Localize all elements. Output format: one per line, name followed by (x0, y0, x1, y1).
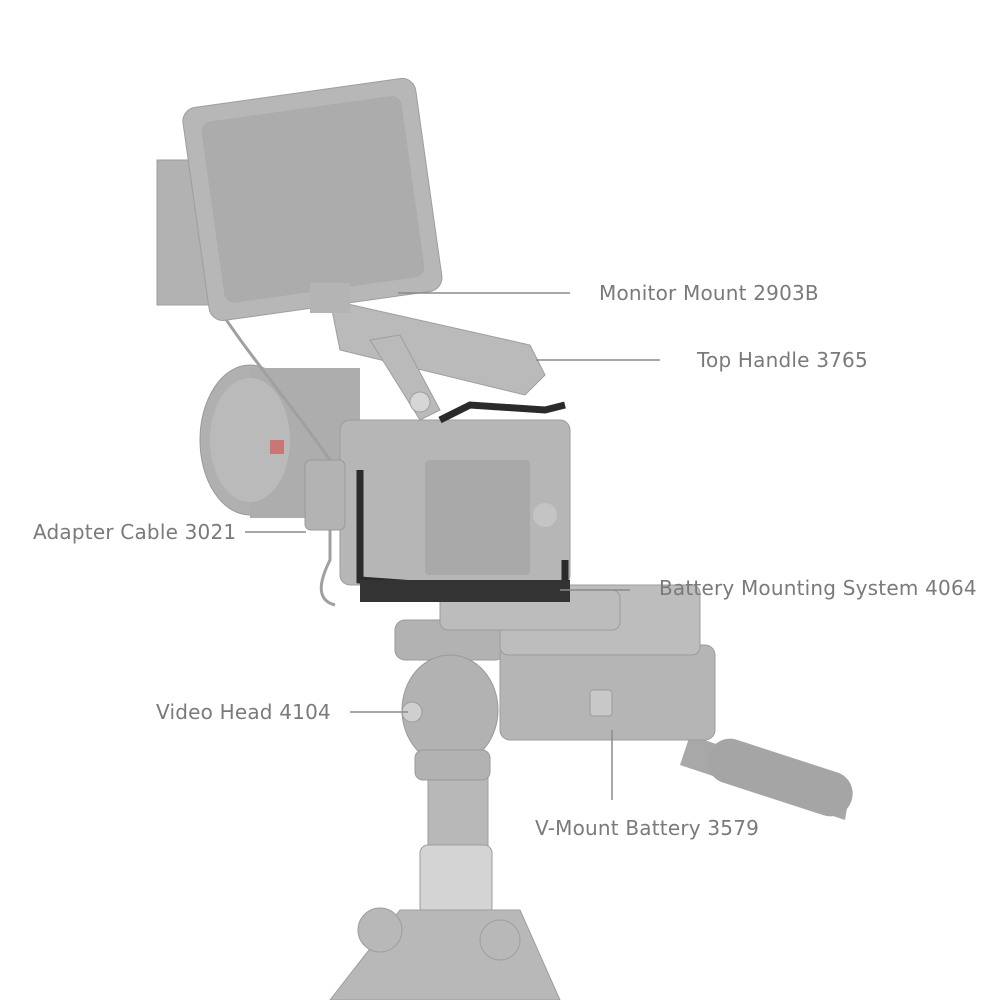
leader-lines (245, 292, 660, 800)
callout-top-handle: Top Handle 3765 (697, 348, 868, 372)
handle-arm (680, 735, 853, 820)
top-handle (329, 299, 546, 421)
video-head (394, 619, 506, 781)
camera-body (339, 419, 571, 586)
monitor (156, 77, 443, 321)
camera-cage (356, 401, 570, 602)
callout-video-head: Video Head 4104 (156, 700, 331, 724)
callout-battery-mounting: Battery Mounting System 4064 (659, 576, 977, 600)
callout-adapter-cable: Adapter Cable 3021 (33, 520, 237, 544)
tripod (329, 769, 561, 1000)
callout-monitor-mount: Monitor Mount 2903B (599, 281, 819, 305)
callout-v-mount-battery: V-Mount Battery 3579 (535, 816, 760, 840)
